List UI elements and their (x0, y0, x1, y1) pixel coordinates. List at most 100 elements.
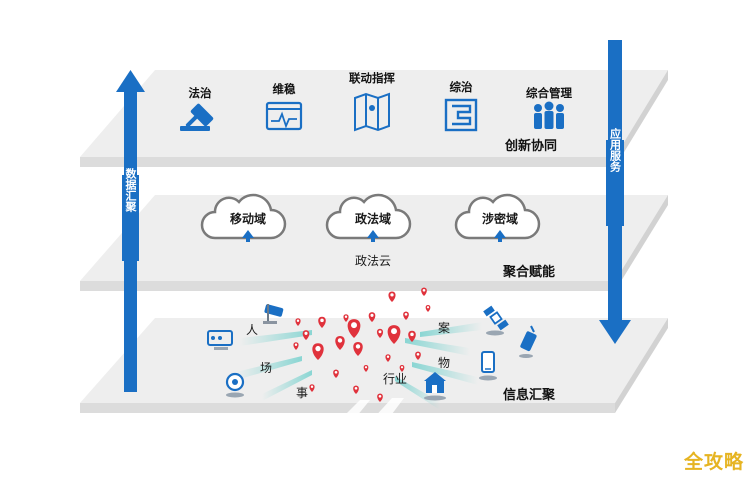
right-down-arrow: 应用服务 (599, 40, 631, 344)
location-pin-dot (370, 313, 374, 317)
location-pin-icon (421, 287, 427, 296)
svg-text:联动指挥: 联动指挥 (349, 71, 395, 85)
location-pin-dot (337, 338, 343, 343)
dimension-labels: 人 场 事 行业 物 案 (246, 320, 450, 400)
dim-label-shi: 事 (296, 386, 308, 400)
location-pin-dot (426, 306, 430, 309)
camera-cctv-icon (263, 304, 284, 324)
location-pin-icon (353, 385, 359, 394)
maze-icon (444, 98, 478, 132)
satellite-icon (483, 305, 509, 336)
gavel-icon (180, 103, 214, 131)
location-pin-dot (351, 322, 357, 329)
location-pin-icon (376, 328, 384, 338)
app-item-zonghe: 综合管理 (526, 86, 572, 129)
location-pin-dot (400, 366, 404, 369)
location-pin-dot (364, 366, 368, 369)
layer-title-bottom: 信息汇聚 (503, 387, 556, 403)
location-pin-dot (344, 315, 348, 318)
location-pin-icon (387, 325, 401, 344)
cloud-zhengfa-domain: 政法域 (325, 193, 412, 242)
location-pin-dot (378, 394, 382, 398)
location-pin-dot (391, 328, 397, 335)
location-pin-icon (333, 369, 339, 378)
dim-label-chang: 场 (260, 361, 272, 375)
layer-title-top: 创新协同 (504, 138, 557, 154)
location-pin-dot (410, 332, 414, 337)
location-pins (293, 287, 431, 402)
location-pin-icon (302, 330, 310, 340)
location-pin-dot (422, 288, 426, 292)
location-pin-icon (309, 384, 315, 392)
location-pin-icon (318, 316, 326, 328)
dim-label-ren: 人 (246, 323, 258, 337)
svg-text:涉密域: 涉密域 (482, 211, 518, 226)
svg-text:移动域: 移动域 (230, 211, 266, 226)
location-pin-icon (347, 319, 361, 338)
cloud-secret-domain: 涉密域 (454, 193, 541, 242)
upload-arrow-icon (367, 230, 379, 242)
upload-arrow-icon (242, 230, 254, 242)
location-pin-dot (294, 343, 298, 346)
plate-bottom (80, 318, 668, 403)
location-pin-icon (353, 342, 363, 356)
plate-top (80, 70, 668, 157)
walkie-talkie-icon (519, 325, 537, 358)
people-group-icon (534, 101, 564, 129)
app-item-weiwen: 维稳 (265, 82, 303, 131)
location-pin-icon (425, 305, 431, 312)
location-pin-dot (416, 352, 420, 356)
app-item-zongzhi: 综治 (444, 80, 478, 132)
dim-label-wu: 物 (438, 356, 450, 370)
layer-title-middle: 聚合赋能 (502, 264, 555, 280)
data-flow-streams (236, 322, 482, 422)
svg-text:政法域: 政法域 (355, 211, 391, 226)
location-pin-icon (388, 291, 396, 302)
building-icon (424, 372, 446, 401)
dim-label-an: 案 (438, 320, 450, 335)
location-pin-icon (399, 365, 405, 372)
location-pin-icon (368, 312, 376, 322)
location-pin-dot (315, 345, 321, 352)
layer-bottom: 信息汇聚 (80, 318, 668, 413)
location-pin-icon (312, 343, 324, 360)
location-pin-icon (377, 393, 383, 402)
location-pin-icon (295, 318, 301, 326)
location-pin-dot (386, 355, 390, 358)
location-pin-icon (293, 342, 299, 350)
layer-top: 创新协同 (80, 70, 668, 167)
location-pin-icon (408, 330, 416, 342)
svg-text:综治: 综治 (450, 80, 473, 94)
cloud-caption: 政法云 (355, 254, 391, 268)
location-pin-dot (404, 312, 408, 316)
upload-arrow-icon (494, 230, 506, 242)
location-pin-dot (334, 370, 338, 374)
cloud-mobile-domain: 移动域 (200, 193, 287, 242)
location-pin-icon (403, 311, 409, 320)
monitor-pulse-icon (265, 101, 303, 131)
location-pin-dot (390, 293, 394, 297)
location-pin-icon (343, 314, 349, 322)
location-pin-dot (354, 386, 358, 390)
location-pin-dot (310, 385, 314, 388)
dim-label-hangye: 行业 (383, 372, 407, 386)
location-pin-dot (296, 319, 300, 322)
location-pin-icon (335, 336, 345, 350)
app-item-liandong: 联动指挥 (349, 71, 395, 132)
svg-text:维稳: 维稳 (273, 82, 296, 96)
left-up-arrow: 数据汇聚 (116, 70, 145, 392)
webcam-icon (225, 372, 245, 398)
location-pin-icon (415, 351, 421, 360)
location-pin-icon (385, 354, 391, 362)
location-pin-dot (320, 318, 324, 323)
svg-text:综合管理: 综合管理 (526, 86, 572, 100)
watermark: 全攻略 (683, 451, 744, 473)
location-pin-dot (304, 331, 308, 335)
svg-text:法治: 法治 (189, 86, 212, 100)
map-icon (354, 92, 390, 132)
smartphone-icon (479, 351, 497, 381)
right-arrow-label: 应用服务 (609, 127, 622, 173)
location-pin-dot (378, 330, 382, 334)
app-item-fazhi: 法治 (180, 86, 214, 131)
